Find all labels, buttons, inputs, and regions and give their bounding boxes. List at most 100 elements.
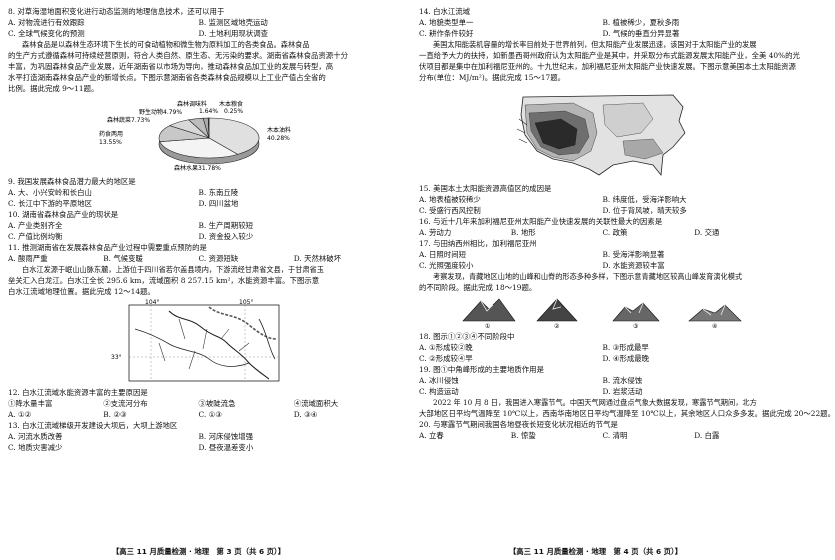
option: B. 惊蛰: [510, 431, 536, 440]
option: A. 地貌类型单一: [419, 18, 474, 27]
option: D. 资金投入较少: [198, 232, 254, 241]
longitude-105-label: 105°: [239, 299, 253, 306]
pie-label-oil: 木本油料: [267, 126, 291, 134]
material-line: 白水江流域地理位置。据此完成 12～14题。: [8, 287, 155, 296]
option: D. 白露: [694, 431, 720, 440]
option: D. 岩浆活动: [602, 387, 643, 396]
mountain-stage-3-label: ③: [633, 323, 638, 330]
pie-label-veg: 森林蔬菜7.73%: [107, 116, 150, 124]
option: C. ①③: [198, 410, 222, 419]
question-14-stem: 14. 白水江流域: [419, 7, 471, 16]
forest-food-pie-chart: 森林调味料 1.64% 木本粮食 0.25% 野生动物4.79% 森林蔬菜7.7…: [99, 100, 291, 172]
question-20-stem: 20. 与寒露节气期间我国各地昼夜长短变化状况相近的节气是: [419, 420, 618, 429]
pie-label-medicinal: 药食两用: [99, 130, 123, 138]
option: C. 地质灾害减少: [8, 443, 63, 452]
option: B. 地形: [510, 228, 536, 237]
question-20-options: A. 立春 B. 惊蛰 C. 清明 D. 白露: [419, 430, 786, 441]
option: B. ②③: [103, 410, 127, 419]
material-line: 水平打造湖南森林食品产业的新增长点。下图示意湖南省各类森林食品规模以上工业产值占…: [8, 73, 326, 82]
option: A. 劳动力: [419, 228, 452, 237]
pie-label-oil-pct: 40.28%: [267, 135, 290, 142]
pie-label-spice: 森林调味料: [177, 100, 207, 108]
material-line: 一直给予大力的扶持，如新墨西哥州政府认为太阳能产业是其中，并采取分布式能源发展太…: [419, 51, 800, 60]
option: D. 位于背风坡，晴天较多: [602, 206, 687, 215]
option: A. 冰川侵蚀: [419, 376, 459, 385]
question-15-stem: 15. 美国本土太阳能资源高值区的成因是: [419, 184, 552, 193]
option: A. 地表植被较稀少: [419, 195, 481, 204]
material-line: 2022 年 10 月 8 日，我国进入寒露节气。中国天气网通过盘点气象大数据发…: [433, 398, 757, 407]
option: C. 清明: [602, 431, 628, 440]
option: D. 水能资源较丰富: [602, 261, 665, 270]
option: D. ③④: [293, 410, 318, 419]
option: B. 河床侵蚀增强: [198, 432, 253, 441]
option: D. 天然林破坏: [293, 254, 342, 263]
material-line: 的生产方式遵循森林可持续经营原则，符合人类自然、原生态、无污染的要求。湖南省森林…: [8, 51, 348, 60]
mountain-stage-3: ③: [611, 302, 660, 330]
pie-label-grain-pct: 0.25%: [224, 108, 243, 115]
question-9-options: A. 大、小兴安岭和长白山 B. 东南丘陵 C. 长江中下游的平原地区 D. 四…: [8, 187, 389, 209]
material-line: 比例。据此完成 9～11题。: [8, 84, 99, 93]
material-line: 丰富，为巩固森林食品产业发展，近年湖南省以市场为导向，推动森林食品加工业的发展与…: [8, 62, 334, 71]
statement: ④流域面积大: [293, 399, 339, 408]
baishui-river-map: 104° 105° 33°: [111, 299, 279, 382]
right-page: 14. 白水江流域 A. 地貌类型单一 B. 植被稀少，夏秋多雨 C. 耕作条件…: [397, 0, 835, 560]
option: A. 河流水质改善: [8, 432, 63, 441]
option: C. 光照强度较小: [419, 261, 474, 270]
mountain-stage-1: ①: [461, 298, 516, 330]
option: B. 监测区域地壳运动: [198, 18, 268, 27]
question-12-stem: 12. 白水江流域水能资源丰富的主要原因是: [8, 388, 148, 397]
option: A. 酸雨严重: [8, 254, 48, 263]
material-line: 垒关汇入白龙江。白水江全长 295.6 km，流域面积 8 257.15 km²…: [8, 276, 320, 285]
question-10-stem: 10. 湖南省森林食品产业的现状是: [8, 210, 119, 219]
question-11-options: A. 酸雨严重 B. 气候变暖 C. 资源短缺 D. 天然林破坏: [8, 253, 389, 264]
option: C. 政策: [602, 228, 628, 237]
option: C. 构造运动: [419, 387, 459, 396]
latitude-33-label: 33°: [111, 354, 122, 361]
pie-label-medicinal-pct: 13.55%: [99, 139, 122, 146]
option: A. 日照时间短: [419, 250, 466, 259]
material-line: 大部地区日平均气温降至 10℃以上，西南华南地区日平均气温降至 10℃以上，其余…: [419, 409, 835, 418]
question-13-stem: 13. 白水江流域梯级开发建设大坝后，大坝上游地区: [8, 421, 178, 430]
us-solar-resource-map: [516, 94, 685, 177]
mountain-stage-1-label: ①: [485, 323, 490, 330]
statement: ②支流河分布: [103, 399, 148, 408]
material-line: 森林食品是以森林生态环境下生长的可食动植物和微生物为原料加工的各类食品。森林食品: [22, 40, 310, 49]
pie-label-fruit: 森林水果31.78%: [174, 164, 221, 172]
option: C. 资源短缺: [198, 254, 239, 263]
mountain-evolution-figure: ① ② ③ ④: [461, 298, 742, 330]
material-line: 白水江发源于岷山山脉东麓，上游位于四川省若尔盖县境内，下游流经甘肃省文县，于甘肃…: [22, 265, 324, 274]
mountain-stage-4-label: ④: [712, 323, 717, 330]
question-16-options: A. 劳动力 B. 地形 C. 政策 D. 交通: [419, 227, 786, 238]
option: B. 东南丘陵: [198, 188, 239, 197]
option: C. 全球气候变化的预测: [8, 29, 85, 38]
question-19-stem: 19. 图①中角峰形成的主要地质作用是: [419, 365, 544, 374]
option: D. 土地利用现状调查: [198, 29, 269, 38]
option: B. ③形成最早: [602, 343, 649, 352]
option: C. 受盛行西风控制: [419, 206, 481, 215]
option: B. 纬度低，受海洋影响大: [602, 195, 687, 204]
pie-slice-oil: [208, 117, 259, 155]
left-page: 8. 对草海湿地面积变化进行动态监测的地理信息技术，还可以用于 A. 对物流进行…: [0, 0, 397, 560]
option: D. 交通: [694, 228, 720, 237]
question-14-options: A. 地貌类型单一 B. 植被稀少，夏秋多雨 C. 耕作条件较好 D. 气候的垂…: [419, 17, 786, 39]
option: A. 立春: [419, 431, 444, 440]
question-12-options: A. ①② B. ②③ C. ①③ D. ③④: [8, 409, 389, 420]
option: A. 产业类别齐全: [8, 221, 63, 230]
question-12-statements: ①降水量丰富 ②支流河分布 ③坡陡流急 ④流域面积大: [8, 398, 389, 409]
question-15-options: A. 地表植被较稀少 B. 纬度低，受海洋影响大 C. 受盛行西风控制 D. 位…: [419, 194, 786, 216]
statement: ①降水量丰富: [8, 399, 53, 408]
pie-label-grain: 木本粮食: [219, 100, 243, 108]
option: C. 长江中下游的平原地区: [8, 199, 92, 208]
question-11-stem: 11. 推测湖南省在发展森林食品产业过程中需要重点预防的是: [8, 243, 207, 252]
option: A. 大、小兴安岭和长白山: [8, 188, 92, 197]
question-10-options: A. 产业类别齐全 B. 生产周期较短 C. 产值比例均衡 D. 资金投入较少: [8, 220, 389, 242]
page-footer-left: 【高三 11 月质量检测 · 地理 第 3 页（共 6 页）】: [111, 547, 286, 556]
question-19-options: A. 冰川侵蚀 B. 流水侵蚀 C. 构造运动 D. 岩浆活动: [419, 375, 786, 397]
question-9-stem: 9. 我国发展森林食品潜力最大的地区是: [8, 177, 136, 186]
question-8-stem: 8. 对草海湿地面积变化进行动态监测的地理信息技术，还可以用于: [8, 7, 225, 16]
option: B. 流水侵蚀: [602, 376, 643, 385]
option: A. ①②: [8, 410, 32, 419]
material-line: 美国太阳能装机容量的增长率目前处于世界前列，但太阳能产业发展迅速，该国对于太阳能…: [433, 40, 757, 49]
mountain-stage-2-label: ②: [554, 323, 560, 330]
material-line: 伏项目都是集中在加利福尼亚州的。十九世纪末，加利福尼亚州太阳能产业快速发展。下图…: [419, 62, 796, 71]
